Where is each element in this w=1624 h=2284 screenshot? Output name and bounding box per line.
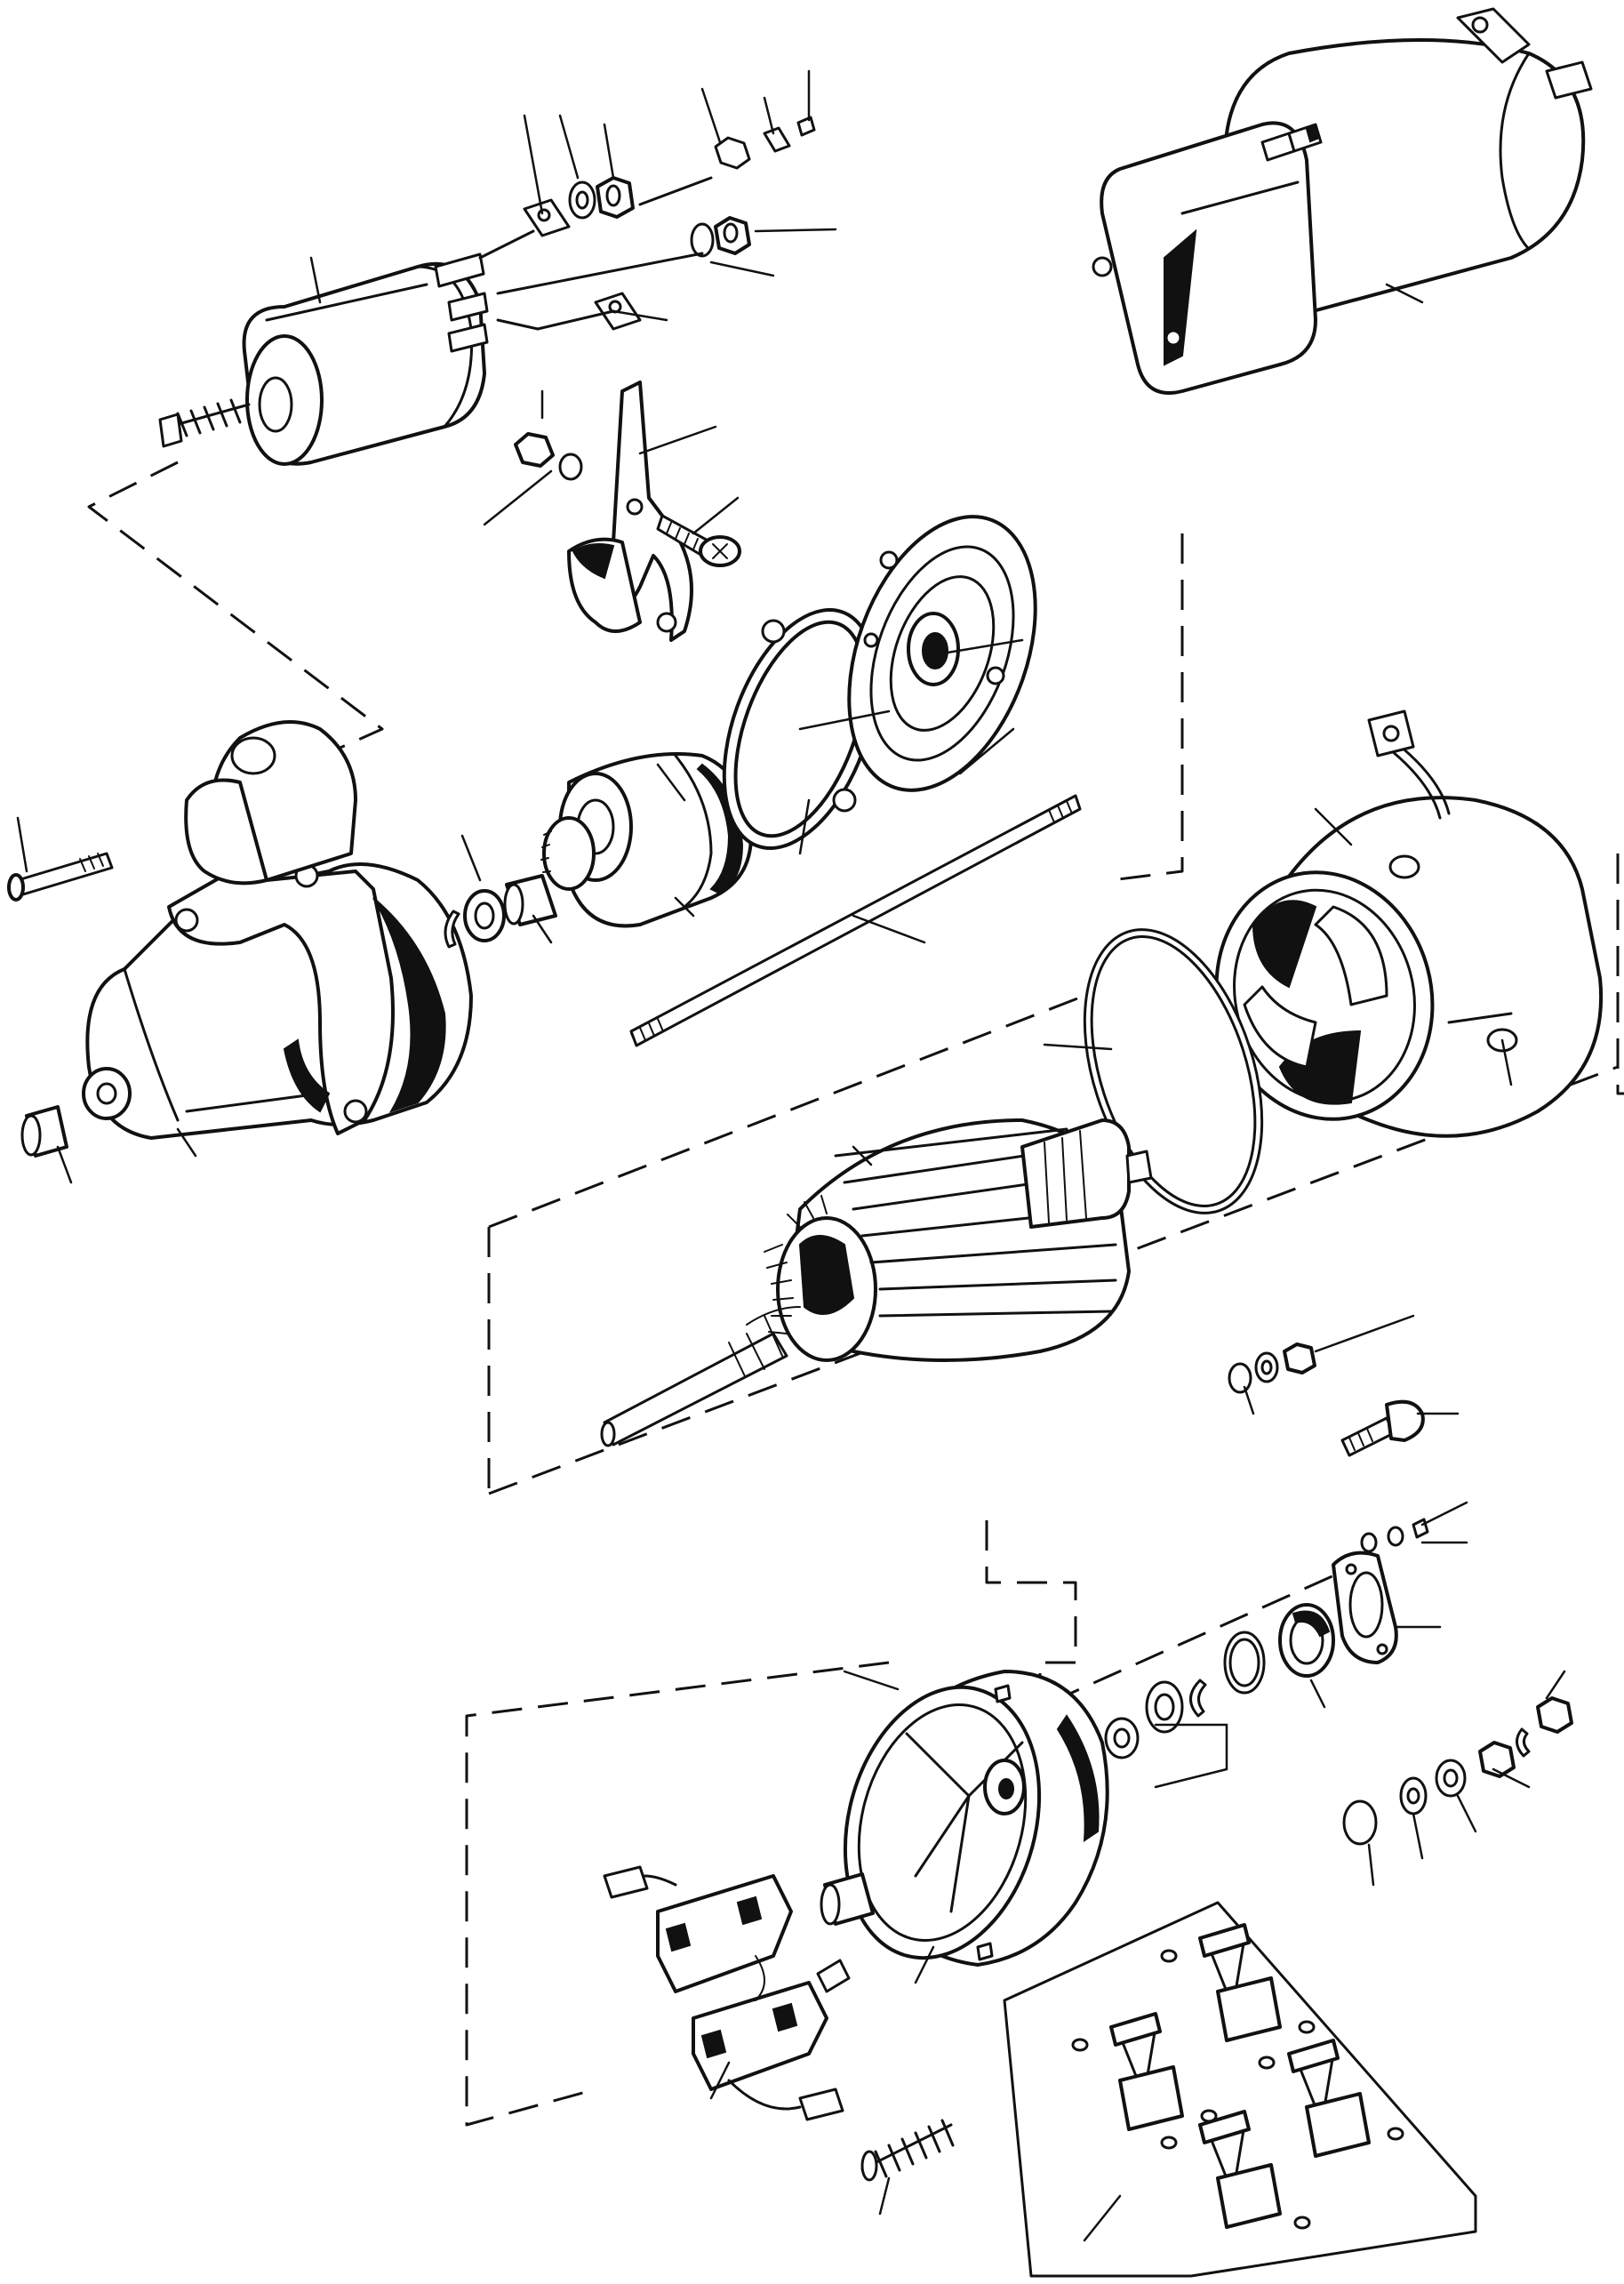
terminal-plate — [523, 198, 571, 237]
solenoid-hardware — [478, 116, 816, 331]
commutator-end-bracket — [843, 1670, 1109, 1967]
cap-screws — [1360, 1518, 1429, 1553]
field-lead — [1367, 709, 1451, 820]
pivot-bolt — [656, 514, 741, 567]
drive-bushing — [503, 874, 557, 926]
small-nut — [714, 136, 751, 170]
drive-end-housing — [82, 720, 473, 1140]
lock-washer — [568, 180, 596, 220]
brush — [1160, 2110, 1311, 2230]
pinion-gear — [540, 816, 596, 891]
small-screw — [796, 116, 816, 137]
shim-washers — [1104, 1631, 1266, 1759]
armature — [600, 1118, 1153, 1447]
solenoid — [158, 252, 489, 466]
lock-washer — [690, 222, 715, 258]
brush — [1258, 2039, 1404, 2158]
brush-spring — [860, 2119, 955, 2182]
terminal-hardware-lower — [1342, 1696, 1573, 1846]
shift-fork — [567, 381, 693, 642]
circlip — [444, 910, 460, 949]
plunger-spring — [158, 398, 251, 448]
brush-set-inset — [1003, 1901, 1477, 2278]
terminal-nut — [596, 176, 635, 219]
end-cap-gasket — [1332, 1551, 1398, 1664]
stop-collar — [463, 889, 506, 942]
callout-leaders — [16, 69, 1566, 2242]
terminal-bolt — [1340, 1399, 1425, 1457]
end-cap — [1278, 1603, 1335, 1678]
assembled-starter — [1092, 7, 1593, 395]
through-bolt — [7, 852, 114, 902]
brush — [1071, 2012, 1218, 2131]
field-frame — [1214, 796, 1604, 1138]
bracket-bushing — [820, 1872, 875, 1926]
small-washer — [763, 126, 791, 153]
pivot-nut — [514, 432, 583, 481]
pinion-drive — [540, 752, 753, 928]
nose-bushing — [20, 1105, 68, 1158]
brush-holder — [603, 1865, 851, 2121]
terminal-nut — [714, 216, 751, 255]
brush — [1160, 1923, 1316, 2042]
shim-stack-upper — [1228, 1342, 1316, 1394]
tie-rod — [629, 794, 1082, 1047]
